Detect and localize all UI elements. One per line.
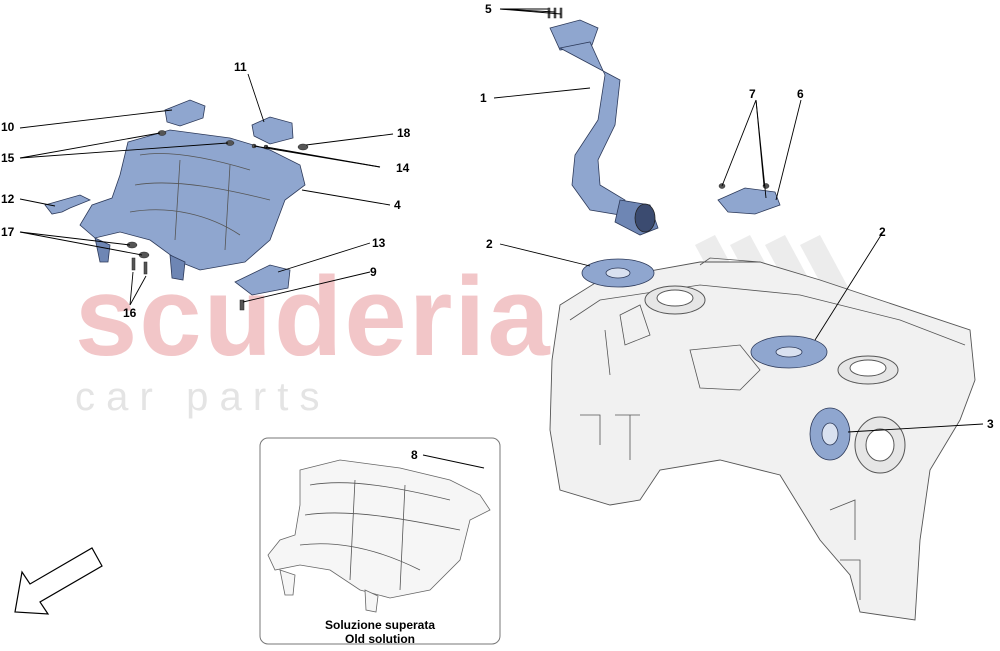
cover-plate-part-6 (717, 187, 781, 215)
callout-3: 3 (987, 417, 994, 431)
bracket-part-13 (234, 264, 291, 296)
callout-15: 15 (1, 151, 15, 165)
callout-13: 13 (372, 236, 386, 250)
callout-labels: 5 1 7 6 11 10 18 15 14 4 12 17 13 9 16 2… (1, 2, 994, 462)
old-solution-inset: Soluzione superata Old solution (259, 437, 501, 646)
callout-5: 5 (485, 2, 492, 16)
fuel-tank (549, 257, 976, 621)
callout-1: 1 (480, 91, 487, 105)
filler-neck-part-1 (549, 19, 659, 236)
callout-11: 11 (234, 60, 247, 74)
callout-7: 7 (749, 87, 756, 101)
front-direction-arrow-icon (14, 547, 103, 615)
callout-8: 8 (411, 448, 418, 462)
leader-lines (19, 8, 984, 469)
callout-2-left: 2 (486, 237, 493, 251)
gasket-part-3 (809, 407, 851, 461)
callout-17: 17 (1, 225, 15, 239)
watermark-brand: scuderia (75, 254, 552, 379)
gasket-part-2-left (581, 258, 655, 288)
inset-caption-line1: Soluzione superata (325, 618, 435, 632)
watermark: scuderia c a r p a r t s (75, 235, 855, 419)
heat-shield-part-4 (79, 129, 306, 281)
callout-14: 14 (396, 161, 410, 175)
callout-12: 12 (1, 192, 15, 206)
bracket-part-11 (251, 116, 294, 145)
inset-caption-line2: Old solution (345, 632, 415, 646)
callout-16: 16 (123, 306, 137, 320)
callout-4: 4 (394, 198, 401, 212)
callout-9: 9 (370, 265, 377, 279)
callout-2-right: 2 (879, 225, 886, 239)
gasket-part-2-right (750, 335, 828, 369)
callout-10: 10 (1, 120, 15, 134)
callout-6: 6 (797, 87, 804, 101)
watermark-tagline: c a r p a r t s (75, 375, 320, 419)
bracket-part-10 (164, 99, 206, 127)
callout-18: 18 (397, 126, 411, 140)
bracket-part-12 (44, 194, 91, 215)
